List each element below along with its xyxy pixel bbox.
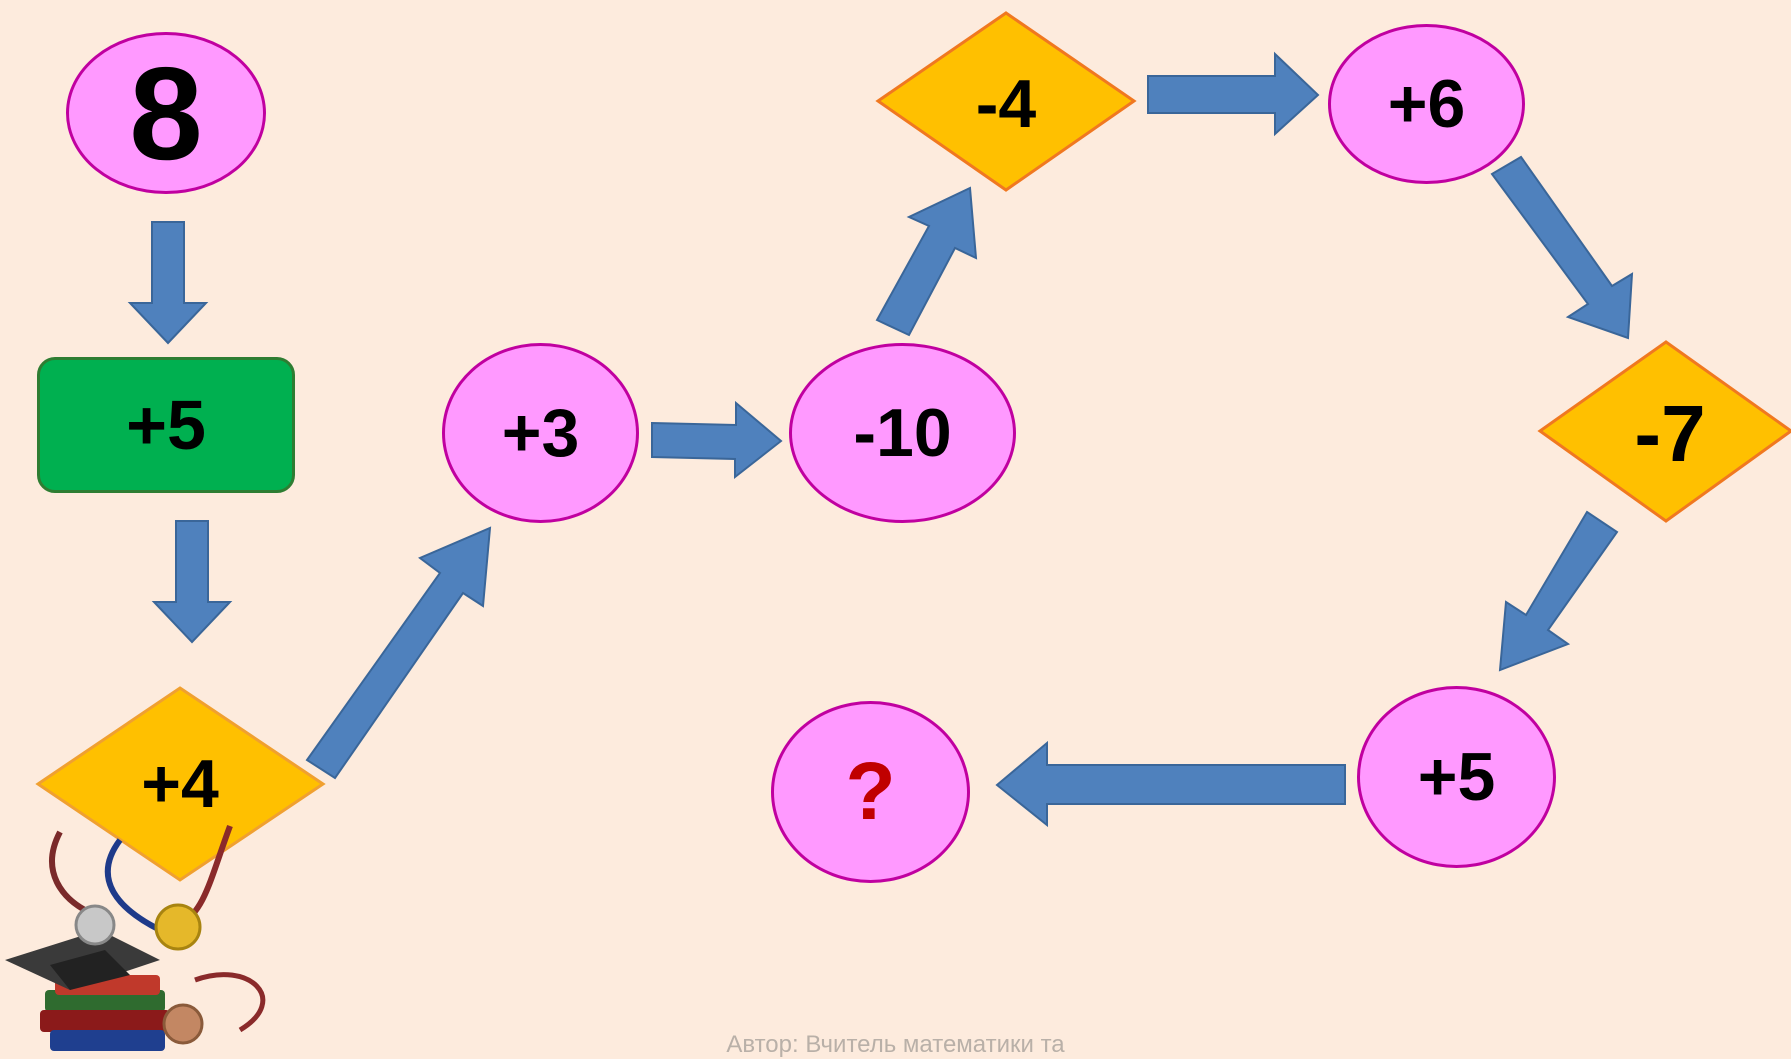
arrow-down-1 (127, 221, 209, 345)
arrow-right-2 (1147, 51, 1320, 137)
step-7-label-container: -7 (1600, 389, 1740, 478)
step-8-label: +5 (1417, 739, 1496, 815)
step-4-label: -10 (853, 395, 952, 471)
step-7-label: -7 (1634, 389, 1706, 478)
arrow-diagonal-up-1 (305, 526, 492, 780)
start-node: 8 (66, 32, 266, 194)
step-6-label: +6 (1387, 66, 1466, 142)
medals-books-illustration (5, 824, 266, 1051)
diamond-minus7 (1537, 340, 1791, 523)
step-2-label-container: +4 (110, 744, 250, 824)
step-plus5-node: +5 (1357, 686, 1556, 868)
arrow-down-2 (151, 520, 233, 644)
arrow-diagonal-down-1 (1490, 155, 1634, 340)
arrow-right-1 (651, 400, 783, 480)
result-label: ? (845, 746, 896, 837)
step-plus6-node: +6 (1328, 24, 1525, 184)
step-plus5-box: +5 (37, 357, 295, 493)
diamond-plus4 (35, 686, 326, 882)
step-5-label: -4 (975, 66, 1037, 142)
step-5-label-container: -4 (936, 64, 1076, 144)
step-minus10-node: -10 (789, 343, 1016, 523)
arrow-diagonal-down-2 (1498, 510, 1619, 672)
step-3-label: +3 (501, 395, 580, 471)
step-2-label: +4 (141, 746, 219, 822)
result-node: ? (771, 701, 970, 883)
arrow-diagonal-up-2 (875, 186, 978, 337)
diamond-minus4 (875, 11, 1137, 192)
start-value: 8 (129, 39, 203, 187)
step-1-label: +5 (126, 386, 206, 464)
arrow-left-1 (995, 740, 1346, 828)
author-footer: Автор: Вчитель математики та (726, 1031, 1065, 1058)
step-plus3-node: +3 (442, 343, 639, 523)
